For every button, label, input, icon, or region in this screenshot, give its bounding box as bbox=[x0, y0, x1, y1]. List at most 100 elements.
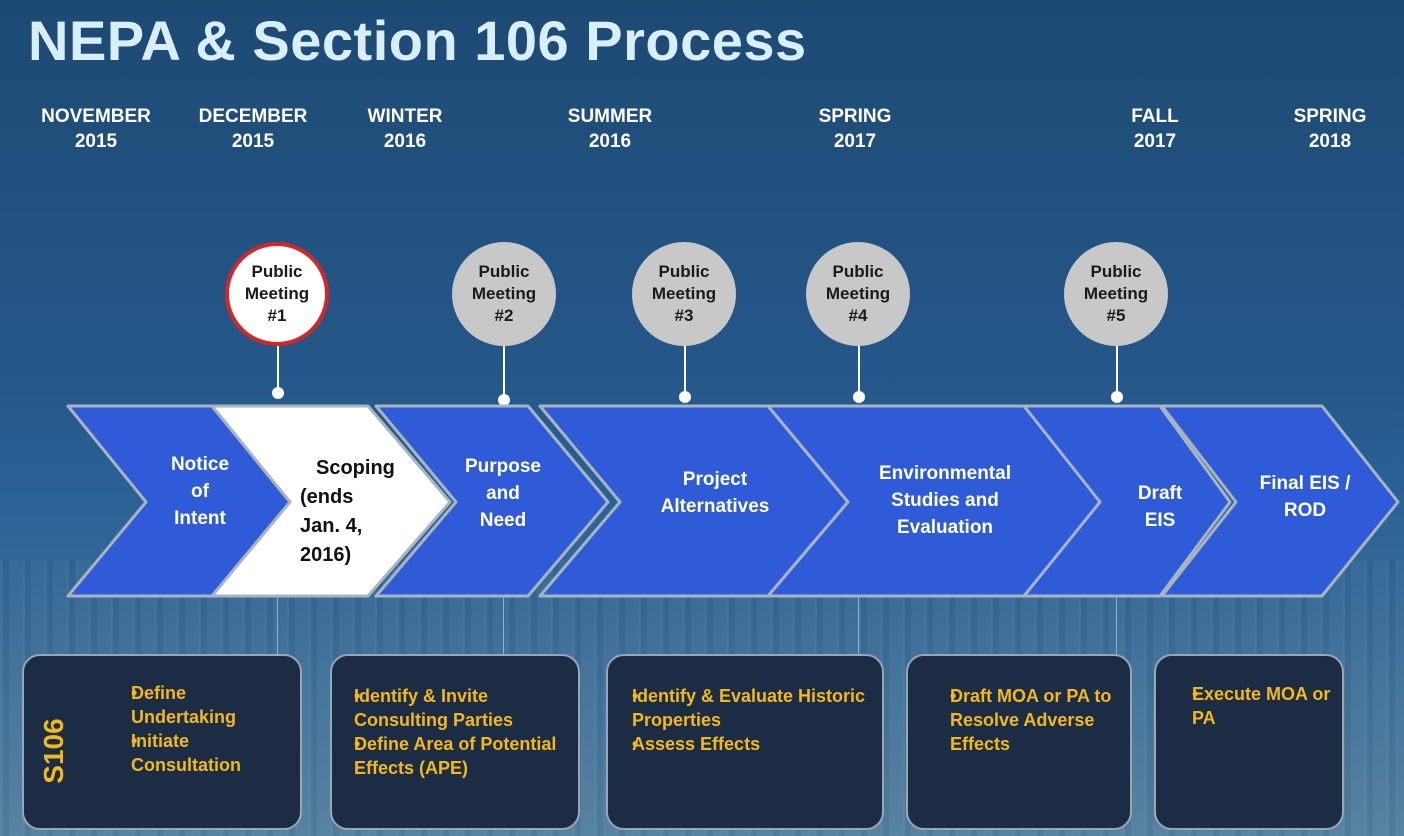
stage-text: Final EIS / bbox=[1259, 473, 1351, 494]
meeting-number: #5 bbox=[1106, 306, 1126, 325]
connector-dot bbox=[853, 391, 865, 403]
stage-text: Need bbox=[479, 510, 527, 531]
stage-text: Intent bbox=[174, 508, 226, 529]
connector-dot bbox=[679, 391, 691, 403]
stage-text: Draft bbox=[1137, 483, 1183, 504]
meeting-label: Public bbox=[1090, 262, 1142, 281]
meeting-connector bbox=[277, 344, 279, 392]
date-period: SUMMER bbox=[567, 106, 653, 127]
stage-text: ROD bbox=[1283, 500, 1327, 521]
stage-text: Notice bbox=[170, 454, 230, 475]
public-meeting-2: Public Meeting #2 bbox=[452, 242, 556, 346]
stage-text: (ends bbox=[300, 486, 354, 508]
connector-dot bbox=[1111, 391, 1123, 403]
s106-list: Execute MOA or PA bbox=[1178, 682, 1338, 730]
date-label-3: WINTER 2016 bbox=[325, 104, 485, 154]
stage-label-draft-eis: Draft EIS bbox=[1120, 480, 1200, 534]
meeting-connector bbox=[1116, 340, 1118, 396]
stage-label-environmental-studies: Environmental Studies and Evaluation bbox=[860, 460, 1030, 541]
stage-text: Studies and bbox=[891, 490, 999, 511]
page-title: NEPA & Section 106 Process bbox=[28, 9, 807, 72]
s106-box-5: Execute MOA or PA bbox=[1154, 654, 1344, 830]
s106-label: S106 bbox=[38, 701, 70, 801]
s106-item: Execute MOA or PA bbox=[1178, 682, 1338, 730]
public-meeting-4: Public Meeting #4 bbox=[806, 242, 910, 346]
meeting-label: Public bbox=[478, 262, 530, 281]
stage-text: EIS bbox=[1144, 510, 1176, 531]
public-meeting-5: Public Meeting #5 bbox=[1064, 242, 1168, 346]
s106-connector bbox=[277, 596, 278, 654]
date-label-4: SUMMER 2016 bbox=[530, 104, 690, 154]
meeting-number: #1 bbox=[267, 306, 287, 325]
stage-text: Project bbox=[682, 469, 748, 490]
stage-label-purpose-and-need: Purpose and Need bbox=[448, 453, 558, 534]
stage-text: Purpose bbox=[464, 456, 542, 477]
s106-item: Identify & Invite Consulting Parties bbox=[340, 684, 576, 732]
date-year: 2016 bbox=[588, 131, 632, 152]
s106-box-2: Identify & Invite Consulting Parties Def… bbox=[330, 654, 580, 830]
meeting-connector bbox=[503, 340, 505, 400]
public-meeting-1: Public Meeting #1 bbox=[225, 242, 329, 346]
stage-label-notice-of-intent: Notice of Intent bbox=[140, 451, 260, 532]
stage-text: Scoping bbox=[316, 457, 395, 479]
chevron-scoping bbox=[210, 404, 452, 598]
date-label-5: SPRING 2017 bbox=[775, 104, 935, 154]
s106-item: Draft MOA or PA to Resolve Adverse Effec… bbox=[918, 684, 1128, 756]
date-period: FALL bbox=[1131, 106, 1179, 127]
stage-text: of bbox=[191, 481, 209, 502]
date-year: 2017 bbox=[1133, 131, 1177, 152]
date-period: DECEMBER bbox=[198, 106, 308, 127]
stage-text: Jan. 4, bbox=[300, 515, 363, 537]
meeting-label: Public bbox=[658, 262, 710, 281]
chevron-draft-eis bbox=[1022, 404, 1232, 598]
meeting-label: Meeting bbox=[825, 284, 891, 303]
stage-text: Environmental bbox=[879, 463, 1011, 484]
meeting-connector bbox=[858, 340, 860, 396]
s106-connector bbox=[1116, 596, 1117, 654]
s106-list: Identify & Evaluate Historic Properties … bbox=[618, 684, 880, 756]
s106-item: Assess Effects bbox=[618, 732, 880, 756]
connector-dot bbox=[272, 387, 284, 399]
s106-box-4: Draft MOA or PA to Resolve Adverse Effec… bbox=[906, 654, 1132, 830]
meeting-connector bbox=[684, 340, 686, 396]
meeting-label: Public bbox=[832, 262, 884, 281]
public-meeting-3: Public Meeting #3 bbox=[632, 242, 736, 346]
date-label-2: DECEMBER 2015 bbox=[173, 104, 333, 154]
s106-list: Define Undertaking Initiate Consultation bbox=[104, 681, 294, 777]
date-year: 2015 bbox=[231, 131, 275, 152]
date-period: WINTER bbox=[367, 106, 443, 127]
stage-label-project-alternatives: Project Alternatives bbox=[635, 466, 795, 520]
connector-dot bbox=[498, 394, 510, 406]
s106-list: Identify & Invite Consulting Parties Def… bbox=[340, 684, 576, 780]
date-period: SPRING bbox=[818, 106, 892, 127]
date-year: 2015 bbox=[74, 131, 118, 152]
s106-item: Identify & Evaluate Historic Properties bbox=[618, 684, 880, 732]
date-label-1: NOVEMBER 2015 bbox=[16, 104, 176, 154]
meeting-number: #2 bbox=[494, 306, 514, 325]
meeting-label: Meeting bbox=[1083, 284, 1149, 303]
s106-box-3: Identify & Evaluate Historic Properties … bbox=[606, 654, 884, 830]
meeting-label: Meeting bbox=[651, 284, 717, 303]
s106-item: Define Undertaking bbox=[104, 681, 294, 729]
s106-item: Define Area of Potential Effects (APE) bbox=[340, 732, 576, 780]
stage-text: 2016) bbox=[300, 544, 352, 566]
meeting-label: Public bbox=[251, 262, 303, 281]
date-label-6: FALL 2017 bbox=[1075, 104, 1235, 154]
s106-item: Initiate Consultation bbox=[104, 729, 294, 777]
chevron-final-eis-rod bbox=[1160, 404, 1400, 598]
s106-connector bbox=[503, 596, 504, 654]
stage-label-scoping: Scoping (ends Jan. 4, 2016) bbox=[300, 454, 400, 570]
date-year: 2018 bbox=[1308, 131, 1352, 152]
s106-label-text: S106 bbox=[38, 718, 69, 784]
stage-text: and bbox=[486, 483, 520, 504]
s106-box-1: S106 Define Undertaking Initiate Consult… bbox=[22, 654, 302, 830]
meeting-label: Meeting bbox=[471, 284, 537, 303]
date-year: 2017 bbox=[833, 131, 877, 152]
date-period: SPRING bbox=[1293, 106, 1367, 127]
chevron-purpose-and-need bbox=[374, 404, 610, 598]
date-year: 2016 bbox=[383, 131, 427, 152]
s106-list: Draft MOA or PA to Resolve Adverse Effec… bbox=[918, 684, 1128, 756]
meeting-number: #4 bbox=[848, 306, 868, 325]
